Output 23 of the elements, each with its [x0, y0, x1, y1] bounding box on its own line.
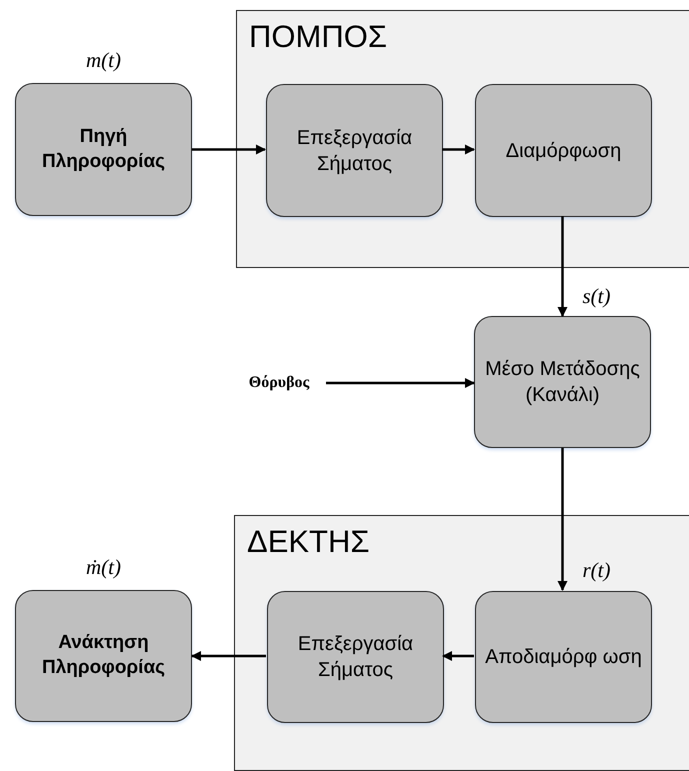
arrow — [442, 144, 475, 154]
signal-label: r(t) — [582, 560, 610, 581]
group-panel — [234, 515, 689, 771]
process-box: Επεξεργασία Σήματος — [267, 591, 444, 723]
process-box: Μέσο Μετάδοσης (Κανάλι) — [474, 316, 651, 448]
panel-title: ΠΟΜΠΟΣ — [249, 21, 387, 52]
arrow — [191, 651, 266, 661]
arrow — [192, 144, 266, 154]
process-box: Πηγή Πληροφορίας — [15, 83, 192, 216]
input-label: Θόρυβος — [232, 370, 326, 396]
process-box: Αποδιαμόρφ ωση — [475, 591, 652, 723]
signal-label: s(t) — [582, 286, 610, 307]
arrow — [442, 651, 474, 661]
arrow — [558, 216, 568, 317]
signal-label: m(t) — [85, 47, 122, 74]
group-panel — [236, 10, 689, 268]
signal-label: ṁ(t) — [85, 554, 122, 581]
arrow — [558, 448, 568, 591]
panel-title: ΔΕΚΤΗΣ — [247, 526, 370, 557]
process-box: Επεξεργασία Σήματος — [266, 84, 443, 217]
process-box: Ανάκτηση Πληροφορίας — [15, 590, 192, 722]
process-box: Διαμόρφωση — [475, 84, 652, 217]
arrow — [326, 378, 475, 388]
